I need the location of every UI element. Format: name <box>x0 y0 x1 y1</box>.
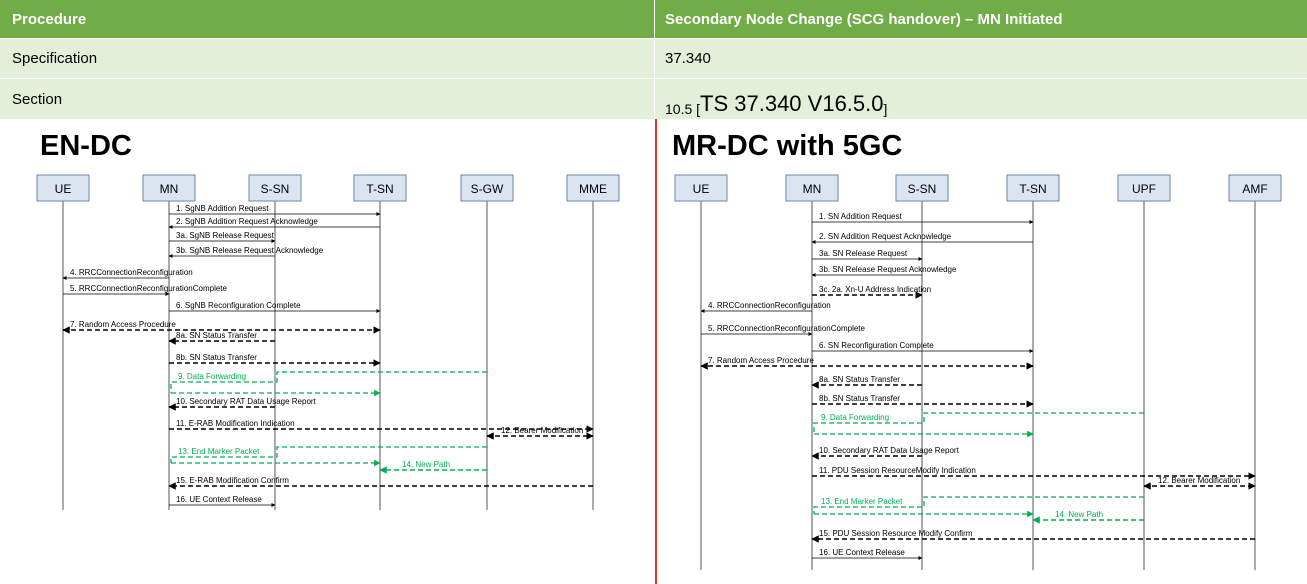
entity-label: UE <box>693 182 710 196</box>
entity-label: MN <box>803 182 822 196</box>
forward-path <box>813 496 1144 514</box>
message-label: 6. SgNB Reconfiguration Complete <box>176 301 301 310</box>
entity-box <box>785 174 839 202</box>
message-label: 9. Data Forwarding <box>821 413 889 422</box>
message-label: 14. New Path <box>1055 510 1103 519</box>
entity-label: UE <box>55 182 72 196</box>
endc-sequence-diagram: UE MN S-SN T-SN S-GW MME 1. SgNB Addition Requ… <box>36 174 620 510</box>
forward-path <box>170 446 487 463</box>
message-label: 2. SgNB Addition Request Acknowledge <box>176 217 318 226</box>
entity-label: MME <box>579 182 607 196</box>
message-label: 12. Bearer Modification <box>501 426 583 435</box>
forward-path <box>813 412 1144 434</box>
message-label: 1. SgNB Addition Request <box>176 204 269 213</box>
message-label: 13. End Marker Packet <box>178 447 260 456</box>
message-label: 5. RRCConnectionReconfigurationComplete <box>708 324 866 333</box>
message-label: 7. Random Access Procedure <box>708 356 814 365</box>
entity-label: UPF <box>1132 182 1156 196</box>
message-label: 8a. SN Status Transfer <box>176 331 257 340</box>
message-label: 4. RRCConnectionReconfiguration <box>708 301 831 310</box>
entity-box <box>1117 174 1171 202</box>
entity-box <box>460 174 514 202</box>
entity-label: T-SN <box>366 182 393 196</box>
message-label: 9. Data Forwarding <box>178 372 246 381</box>
mrdc-title: MR-DC with 5GC <box>672 130 903 162</box>
message-label: 15. E-RAB Modification Confirm <box>176 476 289 485</box>
entity-label: AMF <box>1242 182 1267 196</box>
section-prefix: 10.5 [ <box>665 101 701 117</box>
message-label: 14. New Path <box>402 460 450 469</box>
message-label: 7. Random Access Procedure <box>70 320 176 329</box>
message-label: 3a. SN Release Request <box>819 249 908 258</box>
message-label: 1. SN Addition Request <box>819 212 902 221</box>
entity-box <box>566 174 620 202</box>
entity-box <box>353 174 407 202</box>
message-label: 3b. SgNB Release Request Acknowledge <box>176 246 324 255</box>
entity-box <box>36 174 90 202</box>
message-label: 10. Secondary RAT Data Usage Report <box>176 397 317 406</box>
message-label: 12. Bearer Modification <box>1158 476 1240 485</box>
specification-value: 37.340 <box>665 50 711 67</box>
message-label: 8a. SN Status Transfer <box>819 375 900 384</box>
mrdc-sequence-diagram: UE MN S-SN T-SN UPF AMF 1. SN Addition Request… <box>674 174 1282 570</box>
entity-box <box>895 174 949 202</box>
message-label: 3b. SN Release Request Acknowledge <box>819 265 957 274</box>
section-value: 10.5 [TS 37.340 V16.5.0] <box>655 79 1307 119</box>
entity-box <box>1228 174 1282 202</box>
specification-label: Specification <box>0 39 655 78</box>
entity-label: S-GW <box>471 182 504 196</box>
specification-row: Specification 37.340 <box>0 39 1307 78</box>
message-label: 11. PDU Session ResourceModify Indicatio… <box>819 466 976 475</box>
section-row: Section 10.5 [TS 37.340 V16.5.0] <box>0 79 1307 119</box>
entity-box <box>248 174 302 202</box>
entity-box <box>674 174 728 202</box>
message-label: 8b. SN Status Transfer <box>819 394 900 403</box>
entity-box <box>142 174 196 202</box>
entity-label: MN <box>160 182 179 196</box>
section-suffix: ] <box>883 101 888 117</box>
message-label: 4. RRCConnectionReconfiguration <box>70 268 193 277</box>
table-header-row: Procedure Secondary Node Change (SCG han… <box>0 0 1307 38</box>
procedure-label: Procedure <box>0 0 655 38</box>
message-label: 16. UE Context Release <box>819 548 905 557</box>
section-label: Section <box>0 79 655 119</box>
message-label: 5. RRCConnectionReconfigurationComplete <box>70 284 228 293</box>
procedure-value: Secondary Node Change (SCG handover) – M… <box>665 10 1063 28</box>
message-label: 16. UE Context Release <box>176 495 262 504</box>
column-divider <box>655 119 657 584</box>
entity-label: T-SN <box>1019 182 1046 196</box>
message-label: 8b. SN Status Transfer <box>176 353 257 362</box>
message-label: 15. PDU Session Resource Modify Confirm <box>819 529 973 538</box>
message-label: 10. Secondary RAT Data Usage Report <box>819 446 960 455</box>
message-label: 3c. 2a. Xn-U Address Indication <box>819 285 931 294</box>
forward-path <box>170 371 487 393</box>
endc-title: EN-DC <box>40 130 132 162</box>
message-label: 6. SN Reconfiguration Complete <box>819 341 934 350</box>
message-label: 2. SN Addition Request Acknowledge <box>819 232 952 241</box>
entity-label: S-SN <box>261 182 290 196</box>
message-label: 11. E-RAB Modification Indication <box>176 419 295 428</box>
entity-label: S-SN <box>908 182 937 196</box>
message-label: 13. End Marker Packet <box>821 497 903 506</box>
section-spec: TS 37.340 V16.5.0 <box>700 91 884 116</box>
message-label: 3a. SgNB Release Request <box>176 231 275 240</box>
entity-box <box>1006 174 1060 202</box>
